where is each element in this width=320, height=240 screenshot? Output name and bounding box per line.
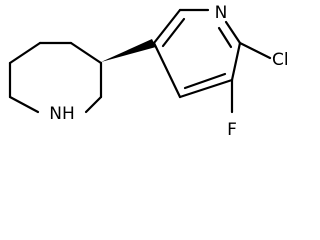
bond-pip-n1-c2 (84, 95, 103, 114)
piperidine-ring (8, 41, 103, 114)
bond-py-n1-c2-inner (217, 26, 233, 49)
atom-label-f: F (227, 120, 237, 140)
bond-pip-c6-n1 (8, 95, 40, 114)
bond-py-c3-c4-inner (183, 72, 227, 90)
bond-pip-c4-c5 (8, 41, 42, 65)
wedge-bond (101, 39, 156, 62)
bond-py-n1-c2 (224, 20, 242, 45)
bond-py-c5-c6-inner (161, 17, 186, 48)
bond-c2-cl (238, 41, 272, 60)
atom-label-cl: Cl (272, 50, 289, 70)
bond-py-c4-c5 (152, 41, 182, 99)
structure-diagram: N Cl F NH (8, 3, 289, 140)
bond-py-c3-c4 (178, 78, 234, 99)
bond-py-c5-c6 (152, 8, 182, 45)
pyridine-ring (152, 8, 242, 99)
atom-label-n-pyridine: N (215, 3, 228, 23)
atom-label-nh: NH (49, 104, 75, 124)
bond-py-c2-c3 (230, 41, 242, 82)
bond-pip-c2-c3 (69, 41, 103, 65)
